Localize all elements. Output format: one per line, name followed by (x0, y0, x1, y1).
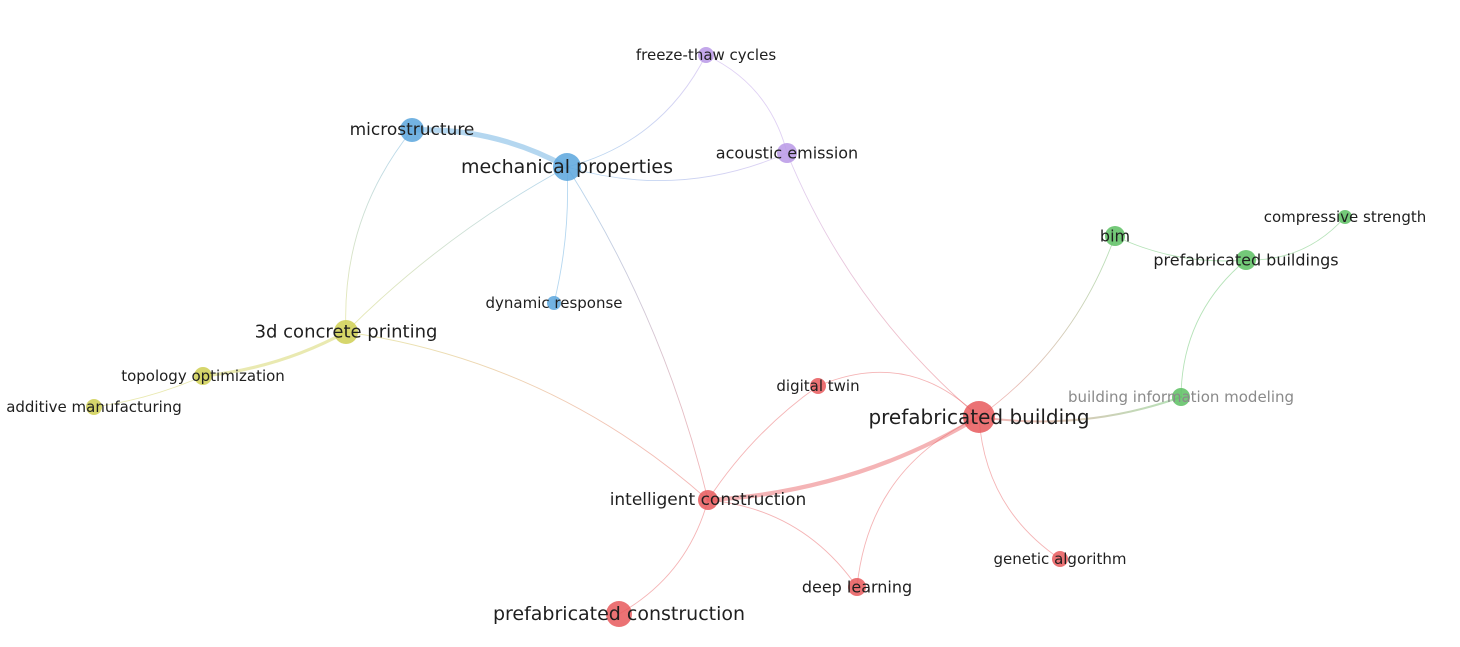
node-bim[interactable] (1105, 226, 1125, 246)
node-mechanical-properties[interactable] (553, 153, 581, 181)
label-compressive-strength: compressive strength (1264, 208, 1426, 226)
link-3d-concrete-printing-intelligent-construction (345, 331, 709, 501)
link-3d-concrete-printing-topology-optimization (201, 330, 348, 378)
link-freeze-thaw-cycles-acoustic-emission (705, 54, 788, 154)
link-microstructure-3d-concrete-printing (345, 129, 413, 333)
label-deep-learning: deep learning (802, 578, 912, 597)
label-microstructure: microstructure (350, 120, 475, 140)
link-bim-prefabricated-building (978, 235, 1116, 418)
node-topology-optimization[interactable] (194, 367, 212, 385)
label-dynamic-response: dynamic response (485, 294, 622, 312)
label-mechanical-properties: mechanical properties (461, 156, 673, 178)
label-building-information-modeling: building information modeling (1068, 388, 1294, 406)
network-labels: microstructure mechanical properties dynam… (6, 46, 1426, 625)
label-intelligent-construction: intelligent construction (610, 490, 807, 510)
node-compressive-strength[interactable] (1338, 210, 1352, 224)
label-prefabricated-construction: prefabricated construction (493, 603, 745, 625)
link-mechanical-properties-acoustic-emission (566, 152, 788, 181)
link-mechanical-properties-intelligent-construction (566, 166, 709, 501)
node-3d-concrete-printing[interactable] (334, 320, 358, 344)
link-prefabricated-building-intelligent-construction (705, 414, 982, 503)
label-freeze-thaw-cycles: freeze-thaw cycles (636, 46, 776, 64)
node-prefabricated-building[interactable] (963, 401, 995, 433)
network-nodes (86, 47, 1352, 627)
link-bim-prefabricated-buildings (1114, 235, 1247, 262)
network-links (93, 54, 1346, 615)
node-dynamic-response[interactable] (547, 296, 561, 310)
node-intelligent-construction[interactable] (698, 490, 718, 510)
label-genetic-algorithm: genetic algorithm (994, 550, 1127, 568)
label-acoustic-emission: acoustic emission (716, 144, 858, 163)
label-additive-manufacturing: additive manufacturing (6, 398, 182, 416)
node-acoustic-emission[interactable] (777, 143, 797, 163)
link-building-information-modeling-prefabricated-building (978, 396, 1182, 423)
link-microstructure-mechanical-properties (409, 127, 570, 170)
node-additive-manufacturing[interactable] (86, 399, 102, 415)
link-intelligent-construction-deep-learning (707, 499, 858, 588)
node-microstructure[interactable] (400, 118, 424, 142)
link-acoustic-emission-prefabricated-building (786, 152, 980, 418)
link-prefabricated-buildings-compressive-strength (1245, 216, 1346, 261)
node-building-information-modeling[interactable] (1172, 388, 1190, 406)
node-prefabricated-buildings[interactable] (1236, 250, 1256, 270)
label-prefabricated-building: prefabricated building (868, 405, 1089, 429)
label-3d-concrete-printing: 3d concrete printing (255, 322, 438, 343)
node-deep-learning[interactable] (848, 578, 866, 596)
link-topology-optimization-additive-manufacturing (93, 375, 204, 408)
link-mechanical-properties-dynamic-response (553, 166, 569, 304)
label-bim: bim (1100, 227, 1130, 246)
link-prefabricated-building-digital-twin (817, 371, 980, 418)
node-prefabricated-construction[interactable] (606, 601, 632, 627)
link-prefabricated-buildings-building-information-modeling (1180, 259, 1247, 398)
link-prefabricated-building-deep-learning (856, 416, 980, 588)
node-freeze-thaw-cycles[interactable] (698, 47, 714, 63)
node-digital-twin[interactable] (810, 378, 826, 394)
link-intelligent-construction-digital-twin (707, 385, 819, 501)
node-genetic-algorithm[interactable] (1052, 551, 1068, 567)
link-mechanical-properties-3d-concrete-printing (345, 166, 568, 333)
link-prefabricated-building-genetic-algorithm (978, 416, 1061, 560)
label-digital-twin: digital twin (776, 377, 859, 395)
label-topology-optimization: topology optimization (121, 367, 285, 385)
link-mechanical-properties-freeze-thaw-cycles (566, 54, 707, 168)
label-prefabricated-buildings: prefabricated buildings (1153, 251, 1338, 270)
link-intelligent-construction-prefabricated-construction (618, 499, 709, 615)
